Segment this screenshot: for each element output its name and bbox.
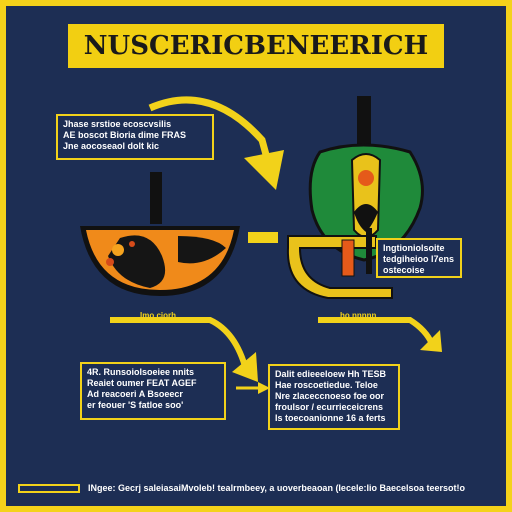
note-line: Jhase srstioe ecoscvsilis <box>63 119 172 129</box>
tag-right: ho nnnnn <box>340 311 377 320</box>
note-line: 4R. Runsoiolsoeiee nnits <box>87 367 195 377</box>
note-bottom-left: 4R. Runsoiolsoeiee nnits Reaiet oumer FE… <box>80 362 226 420</box>
note-line: AE boscot Bioria dime FRAS <box>63 130 187 140</box>
flow-arrow-icon <box>318 317 442 352</box>
note-line: Reaiet oumer FEAT AGEF <box>87 378 197 388</box>
note-line: Dalit edieeeloew Hh TESB <box>275 369 387 379</box>
orange-bowl-icon <box>80 172 240 296</box>
note-line: Ingtioniolsoite <box>383 243 445 253</box>
flow-arrow-icon <box>148 96 284 190</box>
note-top-left: Jhase srstioe ecoscvsilis AE boscot Bior… <box>56 114 214 160</box>
note-line: Nre zlaceccnoeso foe oor <box>275 391 385 401</box>
flow-arrow-icon <box>110 317 258 382</box>
note-line: Hae roscoetiedue. Teloe <box>275 380 378 390</box>
note-bottom-center: Dalit edieeeloew Hh TESB Hae roscoetiedu… <box>268 364 400 430</box>
title-banner: NUSCERICBENEERICH <box>68 24 444 68</box>
note-line: tedgiheioo l7ens <box>383 254 455 264</box>
footer-box <box>18 484 80 493</box>
note-line: Jne aocoseaol dolt kic <box>63 141 160 151</box>
connector-bar <box>248 232 278 243</box>
note-line: Ad reacoeri A Bsoeecr <box>87 389 183 399</box>
tag-left: Imo ciorh <box>140 311 177 320</box>
page-title: NUSCERICBENEERICH <box>83 31 429 61</box>
note-line: er feouer 'S fatloe soo' <box>87 400 184 410</box>
note-line: froulsor / ecurrieceicrens <box>275 402 384 412</box>
note-line: Is toecoanionne 16 a ferts <box>275 413 386 423</box>
note-mid-right: Ingtioniolsoite tedgiheioo l7ens ostecoi… <box>376 238 462 278</box>
note-line: ostecoise <box>383 265 425 275</box>
yellow-clamp-icon <box>286 228 393 299</box>
flow-arrow-icon <box>236 382 270 394</box>
footer-text: INgee: Gecrj saleiasaiMvoleb! tealrmbeey… <box>88 483 465 493</box>
